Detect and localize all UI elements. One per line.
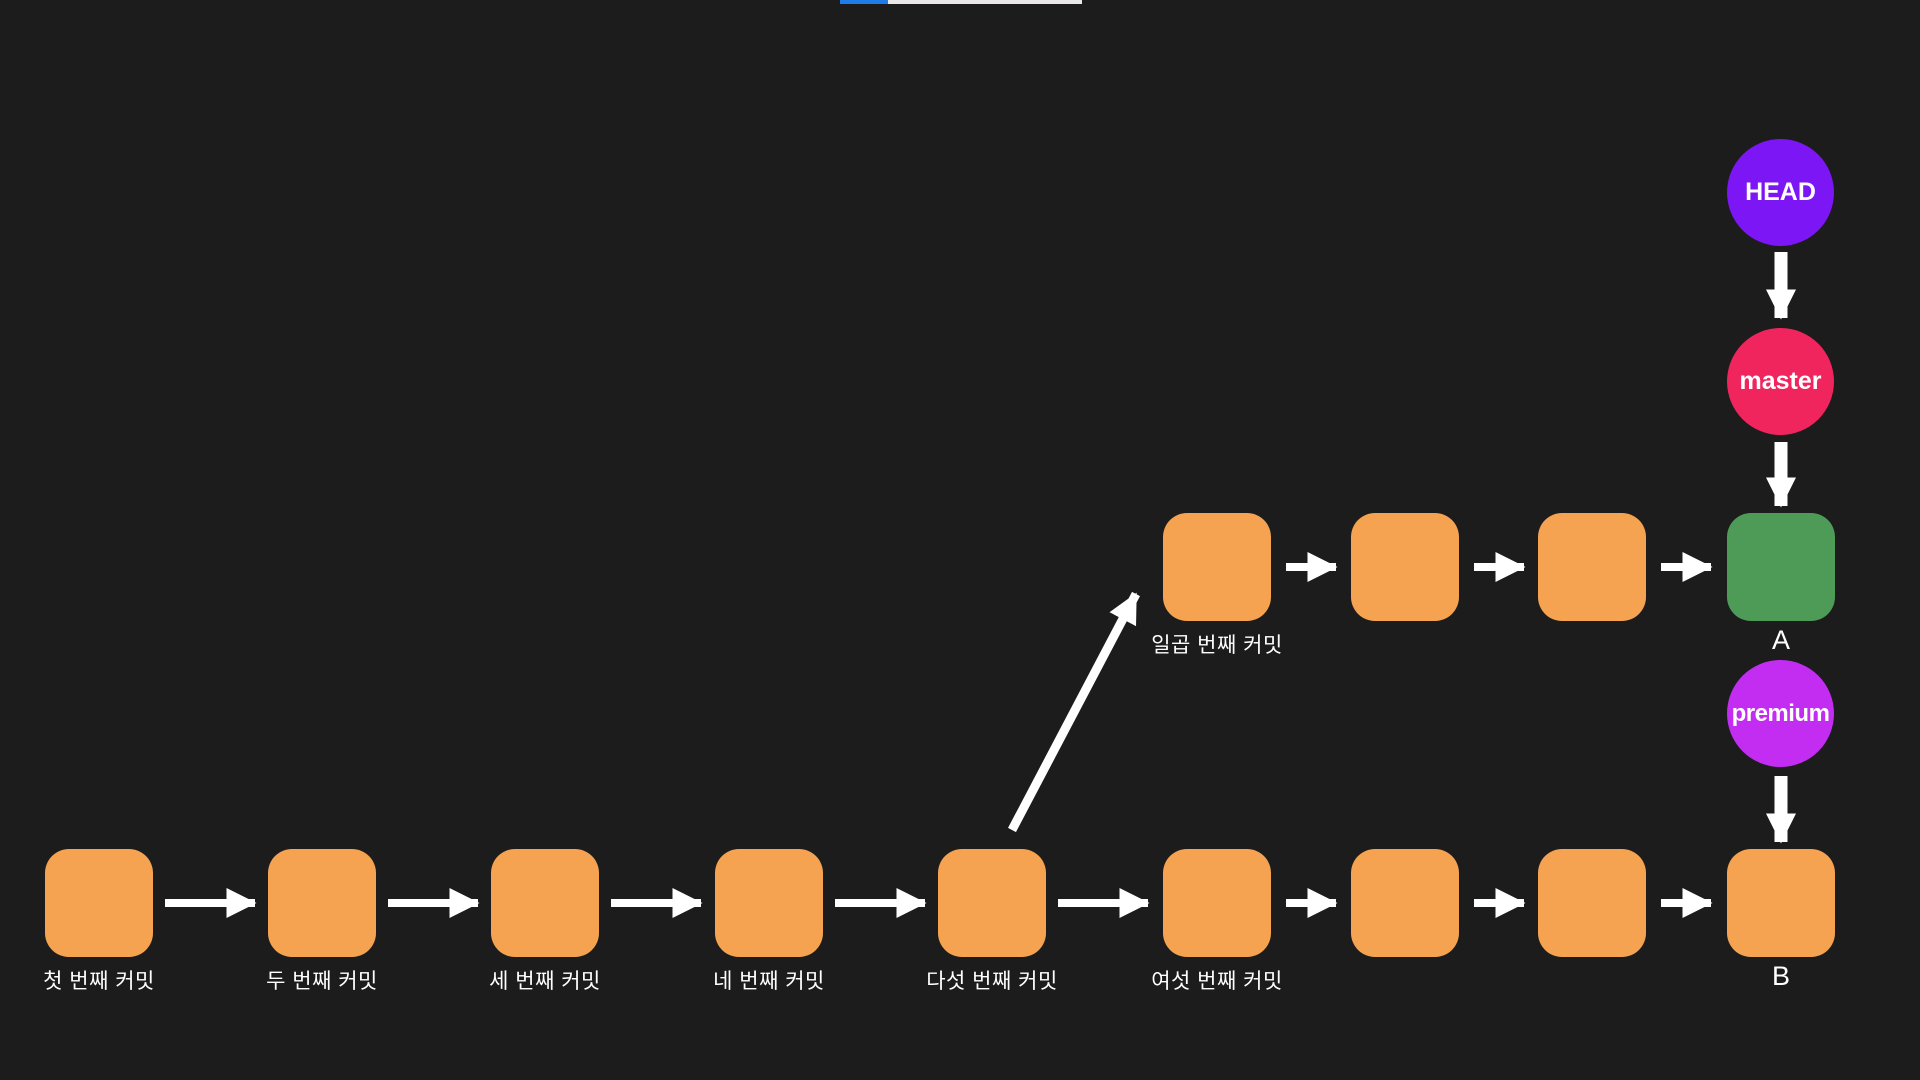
commit-box-9 [1538, 513, 1646, 621]
ref-label-premium: premium [1731, 699, 1830, 727]
commit-node-3: 세 번째 커밋 [489, 849, 600, 993]
commit-node-1: 첫 번째 커밋 [43, 849, 154, 993]
commit-node-9 [1538, 513, 1646, 621]
commit-label-B: B [1771, 961, 1791, 991]
ref-bubble-master: master [1727, 328, 1834, 435]
commit-label-4: 네 번째 커밋 [713, 970, 825, 993]
commit-node-A: A [1727, 513, 1835, 655]
progress-remaining-segment [888, 0, 1082, 4]
ref-bubble-premium: premium [1727, 660, 1834, 767]
commit-node-B: B [1727, 849, 1835, 991]
commit-box-5 [938, 849, 1046, 957]
commit-label-1: 첫 번째 커밋 [43, 970, 155, 993]
commit-box-1 [45, 849, 153, 957]
commit-box-8b [1538, 849, 1646, 957]
commit-box-2 [268, 849, 376, 957]
arrow-branch-commit5-commit7 [1008, 591, 1140, 833]
commit-box-6 [1163, 849, 1271, 957]
commit-label-2: 두 번째 커밋 [266, 970, 378, 993]
commit-node-2: 두 번째 커밋 [266, 849, 377, 993]
progress-elapsed-segment [840, 0, 888, 4]
commit-box-3 [491, 849, 599, 957]
commit-node-6: 여섯 번째 커밋 [1151, 849, 1282, 993]
commit-node-5: 다섯 번째 커밋 [926, 849, 1057, 993]
commit-label-3: 세 번째 커밋 [489, 970, 601, 993]
commit-box-4 [715, 849, 823, 957]
commit-node-8b [1538, 849, 1646, 957]
ref-label-head: HEAD [1745, 178, 1816, 206]
commit-label-A: A [1771, 625, 1791, 655]
commit-node-7b [1351, 849, 1459, 957]
commit-label-5: 다섯 번째 커밋 [926, 970, 1058, 993]
ref-label-master: master [1739, 367, 1822, 395]
ref-bubble-head: HEAD [1727, 139, 1834, 246]
commit-node-4: 네 번째 커밋 [713, 849, 824, 993]
commit-node-7: 일곱 번째 커밋 [1151, 513, 1282, 657]
commit-box-7 [1163, 513, 1271, 621]
commit-box-7b [1351, 849, 1459, 957]
commit-label-6: 여섯 번째 커밋 [1151, 970, 1283, 993]
commit-node-8 [1351, 513, 1459, 621]
commit-box-A [1727, 513, 1835, 621]
scroll-progress-bar[interactable] [840, 0, 1082, 4]
commit-box-B [1727, 849, 1835, 957]
commit-box-8 [1351, 513, 1459, 621]
commit-label-7: 일곱 번째 커밋 [1151, 634, 1283, 657]
